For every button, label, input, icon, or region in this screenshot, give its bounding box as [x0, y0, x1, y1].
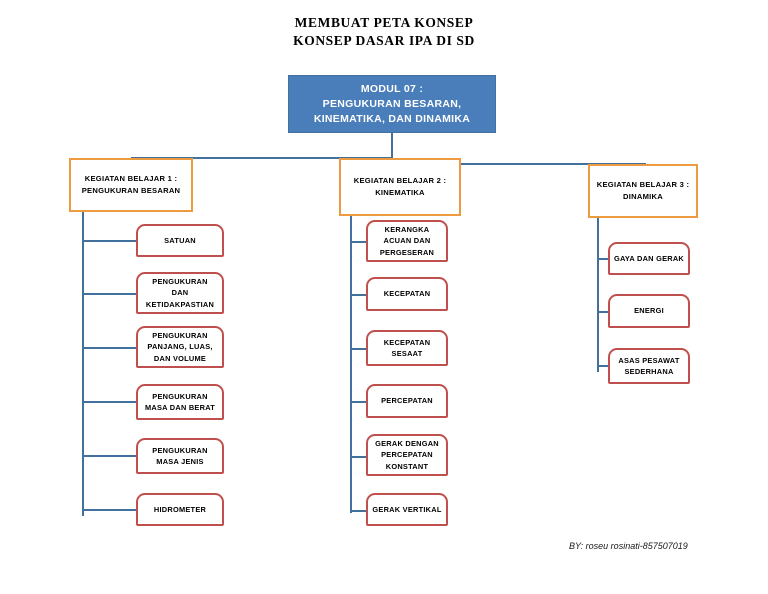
connector-leaf-3-1	[597, 258, 609, 260]
leaf-line: MASA JENIS	[156, 457, 204, 466]
leaf-line: PENGUKURAN	[152, 330, 208, 340]
leaf-box[interactable]: PENGUKURAN PANJANG, LUAS, DAN VOLUME	[136, 326, 224, 368]
leaf-line: ASAS PESAWAT	[618, 355, 680, 365]
leaf-line: PENGUKURAN	[152, 445, 208, 455]
connector-spine-branch-1	[82, 212, 84, 516]
leaf-line: DAN VOLUME	[153, 353, 207, 363]
footer-credit: BY: roseu rosinati-857507019	[569, 541, 688, 551]
leaf-line: HIDROMETER	[153, 504, 207, 514]
connector-leaf-2-2	[350, 294, 367, 296]
leaf-line: KECEPATAN	[383, 289, 431, 299]
connector-trunk-right	[391, 163, 646, 165]
connector-leaf-3-3	[597, 365, 609, 367]
connector-leaf-1-5	[82, 455, 136, 457]
leaf-line: SEDERHANA	[624, 367, 674, 376]
connector-leaf-2-4	[350, 401, 367, 403]
connector-trunk-left	[131, 157, 393, 159]
leaf-line: PERCEPATAN	[381, 396, 433, 406]
leaf-line: KETIDAKPASTIAN	[145, 299, 215, 309]
branch-3-line-1: KEGIATAN BELAJAR 3 :	[596, 180, 690, 189]
leaf-line: SESAAT	[391, 349, 423, 358]
leaf-line: KONSTANT	[385, 461, 429, 471]
leaf-line: SATUAN	[164, 235, 196, 245]
leaf-box[interactable]: GERAK VERTIKAL	[366, 493, 448, 526]
leaf-line: DAN	[171, 288, 189, 298]
connector-leaf-1-2	[82, 293, 136, 295]
leaf-box[interactable]: SATUAN	[136, 224, 224, 257]
branch-box-kegiatan-belajar-3[interactable]: KEGIATAN BELAJAR 3 : DINAMIKA	[588, 164, 698, 218]
leaf-line: PERGESERAN	[379, 247, 435, 257]
leaf-box[interactable]: GAYA DAN GERAK	[608, 242, 690, 275]
leaf-line: PANJANG, LUAS,	[147, 342, 213, 352]
connector-leaf-1-3	[82, 347, 136, 349]
leaf-box[interactable]: GERAK DENGAN PERCEPATAN KONSTANT	[366, 434, 448, 476]
branch-3-line-2: DINAMIKA	[623, 192, 663, 201]
root-module-box[interactable]: MODUL 07 : PENGUKURAN BESARAN, KINEMATIK…	[288, 75, 496, 133]
root-line-1: MODUL 07 :	[360, 82, 424, 95]
connector-leaf-1-4	[82, 401, 136, 403]
branch-box-kegiatan-belajar-1[interactable]: KEGIATAN BELAJAR 1 : PENGUKURAN BESARAN	[69, 158, 193, 212]
root-line-3: KINEMATIKA, DAN DINAMIKA	[313, 112, 471, 125]
leaf-line: KERANGKA	[384, 224, 430, 234]
leaf-line: ACUAN DAN	[383, 236, 431, 246]
leaf-line: KECEPATAN	[383, 337, 431, 347]
branch-2-line-1: KEGIATAN BELAJAR 2 :	[353, 176, 447, 185]
title-line-1: MEMBUAT PETA KONSEP	[294, 15, 474, 30]
branch-box-kegiatan-belajar-2[interactable]: KEGIATAN BELAJAR 2 : KINEMATIKA	[339, 158, 461, 216]
leaf-line: ENERGI	[634, 306, 664, 316]
leaf-line: PENGUKURAN	[152, 276, 208, 286]
leaf-box[interactable]: PERCEPATAN	[366, 384, 448, 418]
connector-leaf-2-3	[350, 348, 367, 350]
connector-leaf-2-5	[350, 456, 367, 458]
leaf-box[interactable]: KERANGKA ACUAN DAN PERGESERAN	[366, 220, 448, 262]
connector-leaf-2-6	[350, 510, 367, 512]
connector-leaf-1-6	[82, 509, 136, 511]
leaf-line: MASA DAN BERAT	[144, 403, 215, 412]
connector-leaf-1-1	[82, 240, 136, 242]
connector-leaf-3-2	[597, 311, 609, 313]
branch-1-line-2: PENGUKURAN BESARAN	[81, 186, 181, 195]
leaf-box[interactable]: KECEPATAN	[366, 277, 448, 311]
leaf-box[interactable]: ENERGI	[608, 294, 690, 328]
leaf-line: GERAK DENGAN	[375, 438, 439, 448]
leaf-box[interactable]: KECEPATAN SESAAT	[366, 330, 448, 366]
leaf-box[interactable]: PENGUKURAN MASA JENIS	[136, 438, 224, 474]
title-line-2: KONSEP DASAR IPA DI SD	[293, 33, 475, 48]
branch-2-line-2: KINEMATIKA	[375, 188, 425, 197]
leaf-box[interactable]: HIDROMETER	[136, 493, 224, 526]
connector-root-stem	[391, 133, 393, 158]
leaf-line: GERAK VERTIKAL	[372, 504, 442, 514]
branch-1-line-1: KEGIATAN BELAJAR 1 :	[84, 174, 178, 183]
connector-leaf-2-1	[350, 241, 367, 243]
leaf-box[interactable]: PENGUKURAN MASA DAN BERAT	[136, 384, 224, 420]
leaf-line: PERCEPATAN	[381, 450, 433, 460]
connector-spine-branch-3	[597, 218, 599, 372]
leaf-line: PENGUKURAN	[152, 391, 208, 401]
root-line-2: PENGUKURAN BESARAN,	[322, 97, 462, 110]
connector-spine-branch-2	[350, 216, 352, 513]
leaf-box[interactable]: PENGUKURAN DAN KETIDAKPASTIAN	[136, 272, 224, 314]
leaf-box[interactable]: ASAS PESAWAT SEDERHANA	[608, 348, 690, 384]
diagram-title: MEMBUAT PETA KONSEP KONSEP DASAR IPA DI …	[0, 14, 768, 50]
leaf-line: GAYA DAN GERAK	[613, 253, 685, 263]
